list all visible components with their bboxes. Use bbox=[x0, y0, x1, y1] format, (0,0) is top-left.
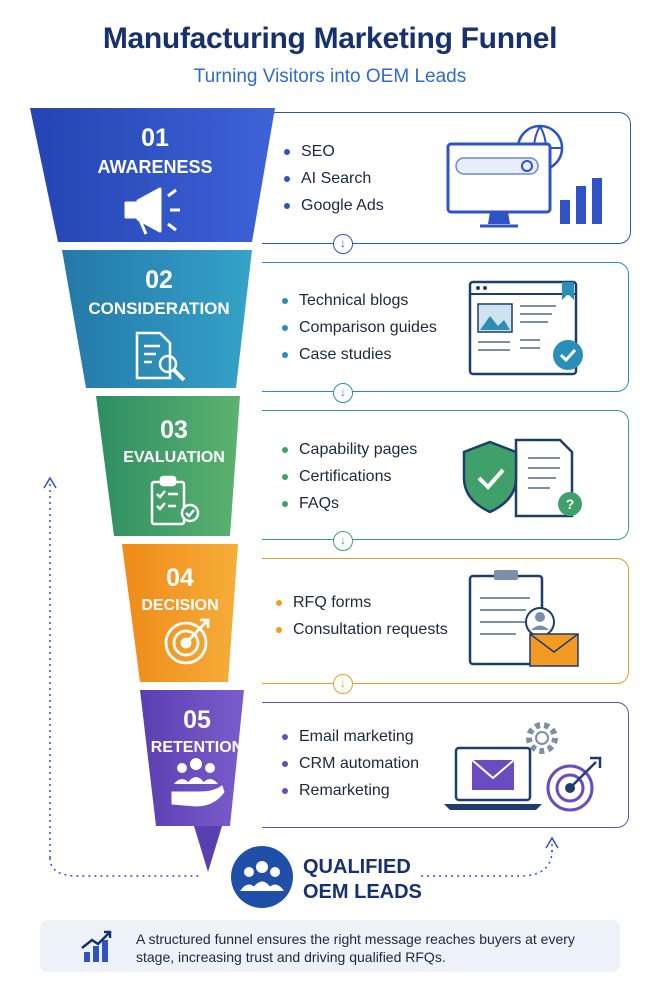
stage-number: 01 bbox=[141, 124, 169, 152]
stage-items-retention: Email marketing CRM automation Remarketi… bbox=[282, 723, 419, 804]
stage-items-consideration: Technical blogs Comparison guides Case s… bbox=[282, 287, 437, 368]
list-item: Capability pages bbox=[282, 436, 417, 463]
target-icon bbox=[164, 618, 210, 665]
leads-icon-circle bbox=[231, 846, 293, 908]
stage-name: AWARENESS bbox=[97, 157, 213, 177]
stage-number: 04 bbox=[166, 564, 194, 592]
qualified-leads-label: QUALIFIED OEM LEADS bbox=[303, 855, 422, 905]
chevron-down-icon: ↓ bbox=[333, 674, 353, 694]
funnel-tip bbox=[194, 826, 222, 872]
funnel-segment-decision bbox=[122, 544, 238, 682]
form-envelope-illustration bbox=[468, 570, 579, 667]
list-item: AI Search bbox=[284, 165, 384, 192]
list-item: Certifications bbox=[282, 463, 417, 490]
stage-name: DECISION bbox=[141, 597, 219, 614]
stage-label-retention: 05 RETENTION bbox=[124, 706, 270, 757]
stage-name: EVALUATION bbox=[123, 449, 225, 466]
list-item: Case studies bbox=[282, 341, 437, 368]
list-item: Technical blogs bbox=[282, 287, 437, 314]
chevron-down-icon: ↓ bbox=[333, 383, 353, 403]
funnel-segment-evaluation bbox=[96, 396, 240, 536]
footer-note: A structured funnel ensures the right me… bbox=[40, 920, 620, 972]
funnel-segment-consideration bbox=[62, 250, 252, 388]
stage-name: CONSIDERATION bbox=[88, 299, 230, 318]
shield-document-illustration: ? bbox=[462, 438, 582, 518]
webpage-checkmark-illustration bbox=[468, 280, 583, 376]
chevron-down-icon: ↓ bbox=[333, 234, 353, 254]
stage-label-decision: 04 DECISION bbox=[110, 564, 250, 615]
growth-chart-icon bbox=[81, 930, 112, 962]
list-item: SEO bbox=[284, 138, 384, 165]
stage-label-consideration: 02 CONSIDERATION bbox=[62, 266, 256, 319]
chevron-down-icon: ↓ bbox=[333, 531, 353, 551]
stage-items-evaluation: Capability pages Certifications FAQs bbox=[282, 436, 417, 517]
leads-line-2: OEM LEADS bbox=[303, 881, 422, 903]
stage-items-decision: RFQ forms Consultation requests bbox=[276, 589, 448, 643]
stage-number: 02 bbox=[145, 266, 173, 294]
leads-line-1: QUALIFIED bbox=[303, 856, 411, 878]
page-title: Manufacturing Marketing Funnel bbox=[102, 22, 558, 55]
list-item: Google Ads bbox=[284, 192, 384, 219]
team-hand-icon bbox=[171, 758, 225, 807]
list-item: RFQ forms bbox=[276, 589, 448, 616]
footer-text: A structured funnel ensures the right me… bbox=[136, 931, 575, 965]
list-item: Consultation requests bbox=[276, 616, 448, 643]
stage-label-awareness: 01 AWARENESS bbox=[60, 124, 250, 178]
list-item: Email marketing bbox=[282, 723, 419, 750]
laptop-gear-target-illustration bbox=[444, 722, 602, 812]
list-item: Remarketing bbox=[282, 777, 419, 804]
stage-items-awareness: SEO AI Search Google Ads bbox=[284, 138, 384, 219]
list-item: CRM automation bbox=[282, 750, 419, 777]
stage-number: 05 bbox=[183, 706, 211, 734]
stage-number: 03 bbox=[160, 416, 188, 444]
checklist-badge-icon bbox=[150, 475, 200, 526]
monitor-search-illustration bbox=[446, 124, 602, 228]
stage-name: RETENTION bbox=[150, 739, 244, 756]
document-search-icon bbox=[135, 331, 186, 382]
page-subtitle: Turning Visitors into OEM Leads bbox=[193, 66, 467, 87]
stage-label-evaluation: 03 EVALUATION bbox=[96, 416, 252, 467]
funnel-segment-awareness bbox=[30, 108, 275, 242]
list-item: Comparison guides bbox=[282, 314, 437, 341]
svg-text:?: ? bbox=[566, 496, 575, 512]
list-item: FAQs bbox=[282, 490, 417, 517]
megaphone-icon bbox=[124, 187, 180, 235]
